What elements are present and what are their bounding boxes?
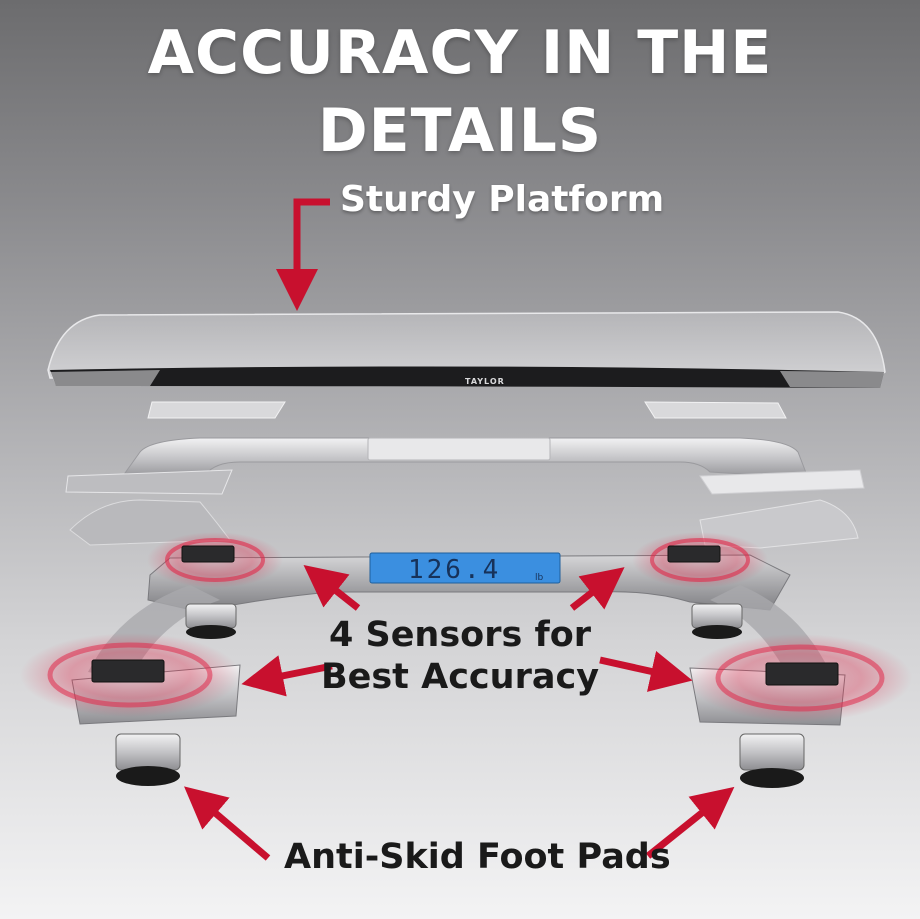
callout-foot-pads: Anti-Skid Foot Pads: [284, 837, 671, 877]
display-reading: 126.4: [408, 555, 501, 585]
brand-label: TAYLOR: [465, 377, 505, 386]
callout-sensors: 4 Sensors for Best Accuracy: [300, 614, 620, 698]
foot-pads: [115, 603, 805, 788]
sensor-plates: [147, 401, 787, 419]
glass-platform: TAYLOR: [47, 311, 886, 388]
lcd-display: 126.4 lb: [369, 552, 561, 585]
callout-sensors-line2: Best Accuracy: [320, 657, 600, 697]
red-arrow-icon: [184, 198, 735, 861]
headline: ACCURACY IN THE DETAILS: [147, 18, 773, 166]
callout-sensors-line1: 4 Sensors for: [328, 615, 592, 655]
callout-sturdy-platform: Sturdy Platform: [340, 179, 665, 220]
display-unit: lb: [535, 573, 544, 583]
load-cells: [91, 545, 839, 686]
